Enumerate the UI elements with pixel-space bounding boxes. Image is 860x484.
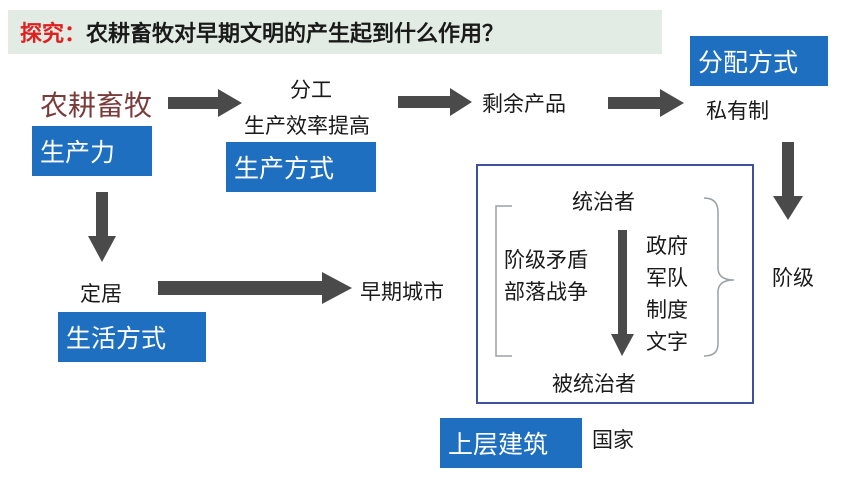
node-efficiency: 生产效率提高 (244, 114, 370, 138)
tag-mode-of-distribution: 分配方式 (690, 36, 828, 86)
arrow-agri-to-labor (168, 89, 242, 117)
node-surplus: 剩余产品 (482, 92, 566, 116)
state-box (476, 164, 754, 404)
tag-mode-of-production: 生产方式 (226, 142, 376, 192)
node-division-of-labor: 分工 (290, 78, 332, 102)
gov-item-government: 政府 (646, 234, 688, 258)
arrow-private-to-class (773, 142, 803, 220)
arrow-surplus-to-private (608, 89, 684, 117)
right-brace (703, 197, 735, 357)
gov-item-system: 制度 (646, 298, 688, 322)
arrow-efficiency-to-surplus (398, 88, 472, 116)
node-agriculture: 农耕畜牧 (40, 89, 153, 122)
title-question: 农耕畜牧对早期文明的产生起到什么作用？ (86, 22, 505, 47)
arrow-rulers-to-ruled (611, 230, 634, 356)
node-settlement: 定居 (80, 282, 122, 306)
left-bracket (495, 205, 512, 357)
node-state: 国家 (592, 428, 634, 452)
node-private-ownership: 私有制 (706, 99, 769, 123)
gov-item-writing: 文字 (646, 330, 688, 354)
node-class-conflict: 阶级矛盾 (504, 248, 588, 272)
gov-item-army: 军队 (646, 266, 688, 290)
title-lead: 探究： (20, 22, 87, 47)
tag-way-of-life: 生活方式 (58, 312, 206, 362)
tag-productive-forces: 生产力 (32, 126, 152, 176)
node-classes: 阶级 (772, 266, 814, 290)
arrow-settle-to-city (158, 272, 352, 304)
node-ruled: 被统治者 (552, 372, 636, 396)
node-tribal-wars: 部落战争 (504, 280, 588, 304)
node-early-cities: 早期城市 (360, 280, 444, 304)
node-rulers: 统治者 (572, 190, 635, 214)
arrow-production-to-settle (88, 192, 116, 262)
tag-superstructure: 上层建筑 (440, 418, 582, 468)
title-bar: 探究： 农耕畜牧对早期文明的产生起到什么作用？ (8, 10, 662, 54)
